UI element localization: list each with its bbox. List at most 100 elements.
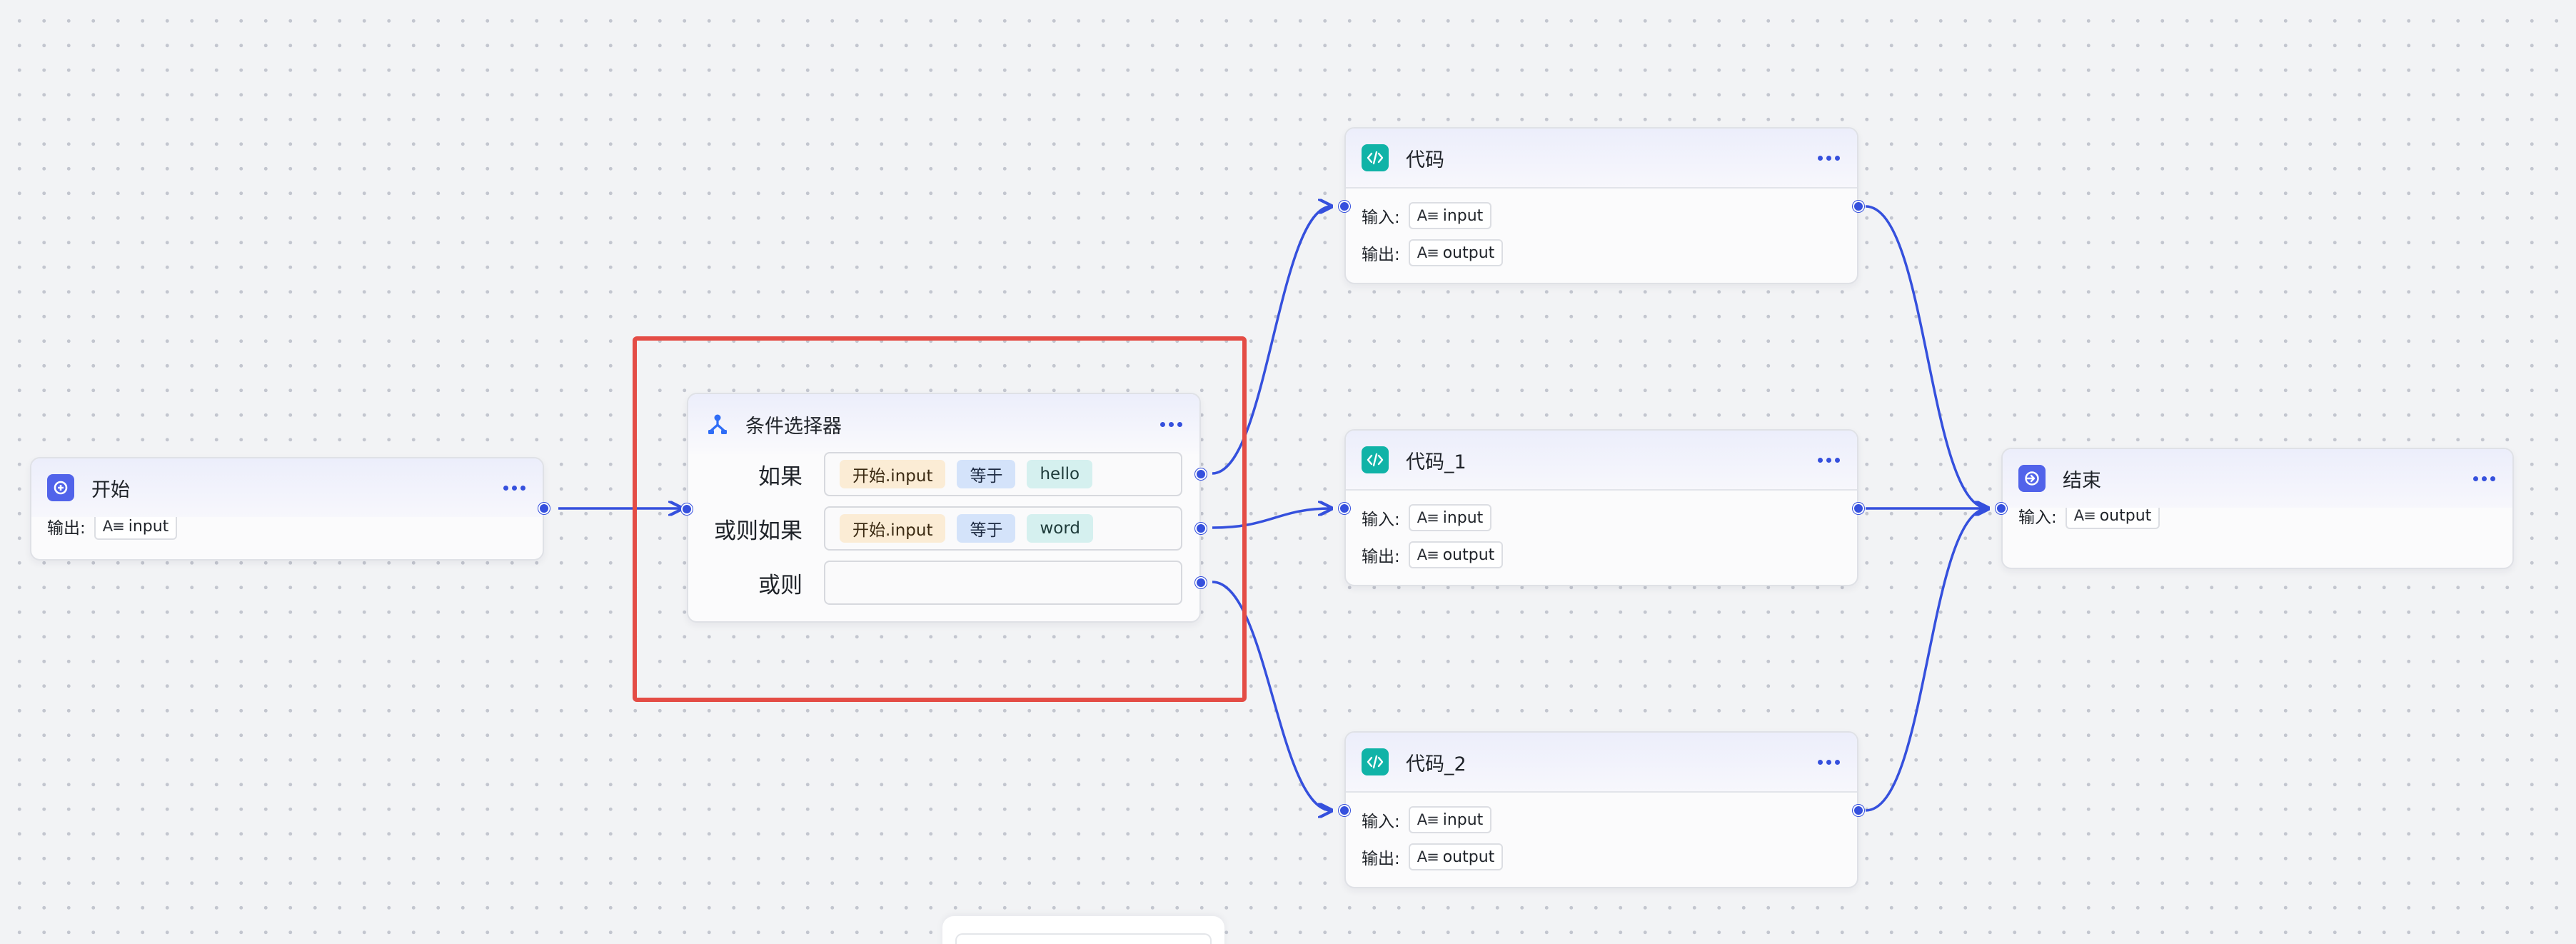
condition-input-port[interactable] xyxy=(681,503,693,515)
end-node-title: 结束 xyxy=(2063,469,2101,492)
input-var-tag[interactable]: A≡ input xyxy=(1408,202,1492,229)
string-type-icon: A≡ xyxy=(102,518,125,535)
start-output-row: 输出: A≡ input xyxy=(31,511,543,541)
string-type-icon: A≡ xyxy=(1417,207,1439,224)
output-label: 输出: xyxy=(1362,850,1400,868)
more-dots-icon[interactable] xyxy=(1814,753,1843,770)
end-icon xyxy=(2018,465,2046,492)
input-var-tag[interactable]: A≡ input xyxy=(1408,504,1492,531)
branch-else-label: 或则 xyxy=(758,573,803,598)
output-var-tag[interactable]: A≡ input xyxy=(94,513,178,540)
output-var-tag[interactable]: A≡ output xyxy=(1408,239,1504,266)
code-2-input-port[interactable] xyxy=(1339,805,1350,816)
code-1-output-row: 输出: A≡ output xyxy=(1346,536,1857,573)
string-type-icon: A≡ xyxy=(1417,244,1439,261)
condition-node[interactable]: 条件选择器 如果 开始.input 等于 hello 或则如果 开始.input… xyxy=(681,393,1207,623)
input-var-name: output xyxy=(2099,506,2152,525)
branch-elif-label: 或则如果 xyxy=(714,518,803,544)
edge-else-code2[interactable] xyxy=(1212,581,1332,810)
output-var-name: output xyxy=(1442,848,1495,866)
branch-else-condition[interactable] xyxy=(824,561,1182,605)
output-var-name: input xyxy=(128,517,169,536)
condition-variable-chip[interactable]: 开始.input xyxy=(840,460,946,488)
edge-if-code[interactable] xyxy=(1212,206,1332,475)
bottom-toolbar-panel[interactable] xyxy=(942,916,1224,944)
input-var-tag[interactable]: A≡ input xyxy=(1408,806,1492,833)
start-node-header[interactable]: 开始 xyxy=(31,458,543,517)
branch-elif-port[interactable] xyxy=(1195,523,1207,534)
output-var-tag[interactable]: A≡ output xyxy=(1408,541,1504,568)
edge-code-end[interactable] xyxy=(1865,205,1988,508)
output-var-name: output xyxy=(1442,546,1495,564)
condition-node-header[interactable]: 条件选择器 xyxy=(688,394,1199,454)
code-icon xyxy=(1362,446,1389,473)
bottom-toolbar-inner xyxy=(955,933,1212,944)
start-node-title: 开始 xyxy=(91,478,130,501)
input-label: 输入: xyxy=(1362,813,1400,831)
input-label: 输入: xyxy=(1362,209,1400,227)
code-node[interactable]: 代码 输入: A≡ input 输出: A≡ output xyxy=(1339,127,1864,284)
code-1-input-row: 输入: A≡ input xyxy=(1346,499,1857,536)
more-dots-icon[interactable] xyxy=(1157,416,1185,433)
string-type-icon: A≡ xyxy=(1417,848,1439,865)
code-icon xyxy=(1362,144,1389,171)
edge-code2-end[interactable] xyxy=(1865,508,1988,812)
condition-value-chip[interactable]: word xyxy=(1027,514,1094,543)
branch-else-port[interactable] xyxy=(1195,577,1207,588)
output-var-tag[interactable]: A≡ output xyxy=(1408,843,1504,870)
condition-value-chip[interactable]: hello xyxy=(1027,460,1093,488)
branch-if-port[interactable] xyxy=(1195,468,1207,480)
more-dots-icon[interactable] xyxy=(500,479,528,496)
branch-if-label: 如果 xyxy=(758,464,803,490)
code-2-output-port[interactable] xyxy=(1853,805,1864,816)
branch-icon xyxy=(704,411,731,438)
input-label: 输入: xyxy=(1362,511,1400,529)
code-2-output-row: 输出: A≡ output xyxy=(1346,838,1857,875)
condition-operator-chip[interactable]: 等于 xyxy=(957,460,1016,488)
output-label: 输出: xyxy=(47,519,86,538)
string-type-icon: A≡ xyxy=(1417,546,1439,563)
string-type-icon: A≡ xyxy=(1417,509,1439,526)
code-input-port[interactable] xyxy=(1339,201,1350,212)
code-node-title: 代码 xyxy=(1406,149,1444,171)
output-var-name: output xyxy=(1442,243,1495,262)
edge-elif-code1[interactable] xyxy=(1212,508,1332,529)
condition-operator-chip[interactable]: 等于 xyxy=(957,514,1016,543)
start-icon xyxy=(47,474,74,501)
code-1-output-port[interactable] xyxy=(1853,503,1864,514)
output-label: 输出: xyxy=(1362,548,1400,566)
code-input-row: 输入: A≡ input xyxy=(1346,197,1857,234)
code-2-node-header[interactable]: 代码_2 xyxy=(1346,733,1857,793)
code-1-node-header[interactable]: 代码_1 xyxy=(1346,431,1857,491)
branch-if-condition[interactable]: 开始.input 等于 hello xyxy=(824,452,1182,496)
string-type-icon: A≡ xyxy=(1417,811,1439,828)
code-2-node-title: 代码_2 xyxy=(1406,753,1466,775)
input-var-name: input xyxy=(1442,508,1484,527)
input-label: 输入: xyxy=(2018,508,2057,527)
input-var-name: input xyxy=(1442,810,1484,829)
end-input-port[interactable] xyxy=(1996,503,2007,514)
code-output-port[interactable] xyxy=(1853,201,1864,212)
start-node[interactable]: 开始 输出: A≡ input xyxy=(30,457,550,561)
code-output-row: 输出: A≡ output xyxy=(1346,234,1857,271)
condition-variable-chip[interactable]: 开始.input xyxy=(840,514,946,543)
branch-elif-condition[interactable]: 开始.input 等于 word xyxy=(824,506,1182,551)
more-dots-icon[interactable] xyxy=(2470,470,2498,487)
string-type-icon: A≡ xyxy=(2073,507,2096,524)
start-output-port[interactable] xyxy=(538,503,550,514)
code-icon xyxy=(1362,748,1389,775)
code-2-input-row: 输入: A≡ input xyxy=(1346,801,1857,838)
code-1-input-port[interactable] xyxy=(1339,503,1350,514)
code-1-node-title: 代码_1 xyxy=(1406,451,1466,473)
end-node-header[interactable]: 结束 xyxy=(2003,449,2512,508)
input-var-name: input xyxy=(1442,206,1484,225)
more-dots-icon[interactable] xyxy=(1814,149,1843,166)
more-dots-icon[interactable] xyxy=(1814,451,1843,468)
code-node-header[interactable]: 代码 xyxy=(1346,129,1857,189)
end-node[interactable]: 结束 输入: A≡ output xyxy=(1996,448,2514,569)
condition-node-title: 条件选择器 xyxy=(745,415,842,438)
code-1-node[interactable]: 代码_1 输入: A≡ input 输出: A≡ output xyxy=(1339,429,1864,586)
code-2-node[interactable]: 代码_2 输入: A≡ input 输出: A≡ output xyxy=(1339,731,1864,888)
